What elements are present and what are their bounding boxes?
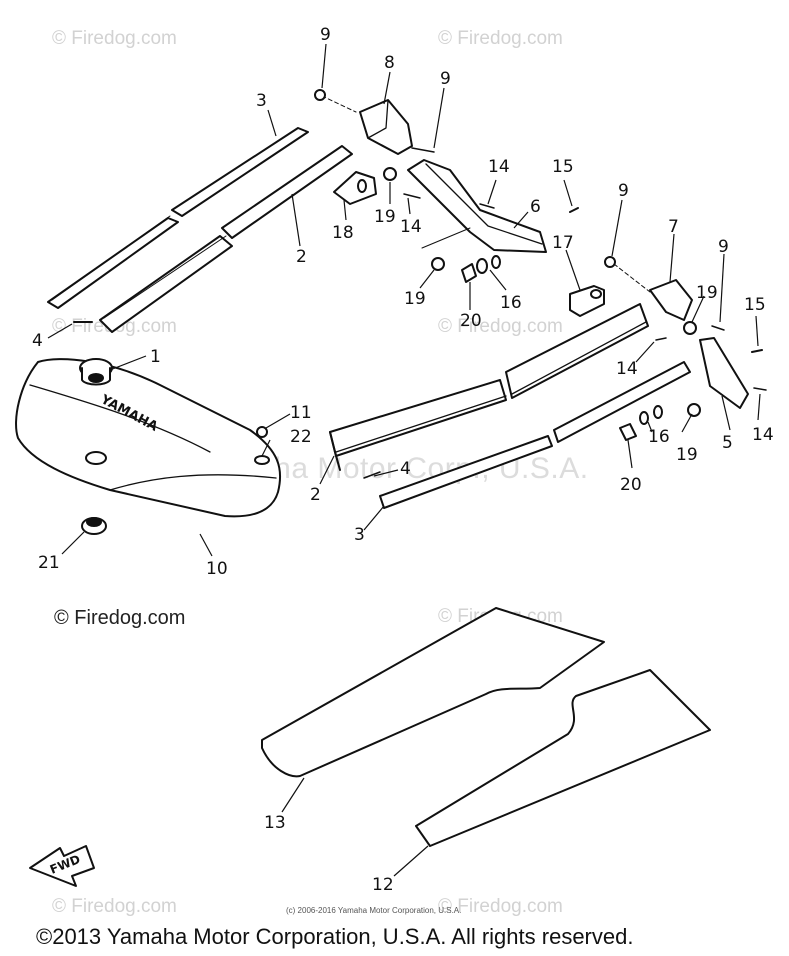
part-11-screw [256, 426, 268, 438]
callout-19-b: 19 [404, 289, 426, 309]
watermark-bottom-left: © Firedog.com [52, 896, 177, 917]
callout-8: 8 [384, 53, 395, 73]
part-19-nut-d [687, 403, 701, 417]
part-14-bolt-c [753, 387, 767, 391]
callout-9-b: 9 [440, 69, 451, 89]
part-1-cap [79, 358, 113, 386]
part-21-grommet [81, 517, 107, 535]
watermark-top-right: © Firedog.com [438, 28, 563, 49]
part-3-rail-lower [379, 361, 691, 509]
part-2-rail-upper [99, 145, 353, 333]
part-9-bolt-b [411, 147, 435, 153]
small-copyright-note: (c) 2006-2016 Yamaha Motor Corporation, … [286, 906, 462, 915]
callout-22: 22 [290, 427, 312, 447]
part-2-rail-lower [329, 303, 649, 471]
part-14-bolt-a [403, 193, 421, 199]
callout-19-c: 19 [696, 283, 718, 303]
part-9-bolt-c [604, 256, 616, 268]
part-15-screw-a [569, 207, 579, 213]
part-15-screw-b [751, 349, 763, 353]
part-3-rail-upper [47, 127, 309, 309]
callout-10: 10 [206, 559, 228, 579]
part-13-mat [261, 607, 605, 778]
leader-9-to-8 [321, 95, 357, 113]
callout-15-a: 15 [552, 157, 574, 177]
part-16-washer-d [653, 405, 663, 419]
part-4-pin-lower [363, 471, 381, 479]
leader-6 [421, 227, 471, 249]
callout-14-a: 14 [400, 217, 422, 237]
watermark-mid-right: © Firedog.com [438, 316, 563, 337]
callout-21: 21 [38, 553, 60, 573]
callout-4-upper: 4 [32, 331, 43, 351]
callout-20-b: 20 [620, 475, 642, 495]
callout-9-d: 9 [718, 237, 729, 257]
callout-14-c: 14 [616, 359, 638, 379]
callout-14-d: 14 [752, 425, 774, 445]
callout-19-a: 19 [374, 207, 396, 227]
callout-1: 1 [150, 347, 161, 367]
fwd-arrow [29, 845, 95, 887]
callout-14-b: 14 [488, 157, 510, 177]
callout-6: 6 [530, 197, 541, 217]
part-22-washer [254, 455, 270, 465]
callout-18: 18 [332, 223, 354, 243]
callout-3-lower: 3 [354, 525, 365, 545]
part-9-bolt-a [314, 89, 326, 101]
copyright-footer: ©2013 Yamaha Motor Corporation, U.S.A. A… [36, 924, 634, 949]
leader-9-to-7 [613, 263, 651, 293]
part-16-washer-a [476, 258, 488, 274]
part-16-washer-c [639, 411, 649, 425]
part-12-mat [415, 669, 711, 847]
part-14-bolt-b [479, 203, 495, 209]
callout-9-c: 9 [618, 181, 629, 201]
callout-2-lower: 2 [310, 485, 321, 505]
callout-19-d: 19 [676, 445, 698, 465]
part-14-bolt-d [655, 337, 667, 341]
callout-5: 5 [722, 433, 733, 453]
callout-13: 13 [264, 813, 286, 833]
callout-15-b: 15 [744, 295, 766, 315]
part-5-bracket [699, 337, 749, 409]
callout-labels: 1 2 2 3 3 4 4 5 6 7 8 9 9 9 9 10 11 12 1… [32, 25, 774, 895]
part-19-nut-b [431, 257, 445, 271]
part-9-bolt-d [711, 325, 725, 331]
callout-16-a: 16 [500, 293, 522, 313]
part-8-bracket [359, 99, 413, 155]
callout-9-a: 9 [320, 25, 331, 45]
part-20-nut-b [619, 423, 637, 441]
callout-leaders [47, 43, 761, 877]
part-17-bracket [569, 285, 605, 317]
part-7-bracket [649, 279, 693, 321]
callout-17: 17 [552, 233, 574, 253]
part-6-brace [407, 159, 547, 253]
watermark-dark: © Firedog.com [54, 607, 186, 629]
callout-7: 7 [668, 217, 679, 237]
part-18-bracket [333, 171, 377, 205]
part-16-washer-b [491, 255, 501, 269]
callout-2-upper: 2 [296, 247, 307, 267]
watermark-bottom-right: © Firedog.com [438, 896, 563, 917]
part-10-front-cover: YAMAHA [15, 358, 282, 518]
callout-4-lower: 4 [400, 459, 411, 479]
part-19-nut-a [383, 167, 397, 181]
part-19-nut-c [683, 321, 697, 335]
callout-20-a: 20 [460, 311, 482, 331]
callout-16-b: 16 [648, 427, 670, 447]
callout-11: 11 [290, 403, 312, 423]
callout-3-upper: 3 [256, 91, 267, 111]
callout-12: 12 [372, 875, 394, 895]
watermark-top-left: © Firedog.com [52, 28, 177, 49]
part-20-nut-a [461, 263, 477, 283]
